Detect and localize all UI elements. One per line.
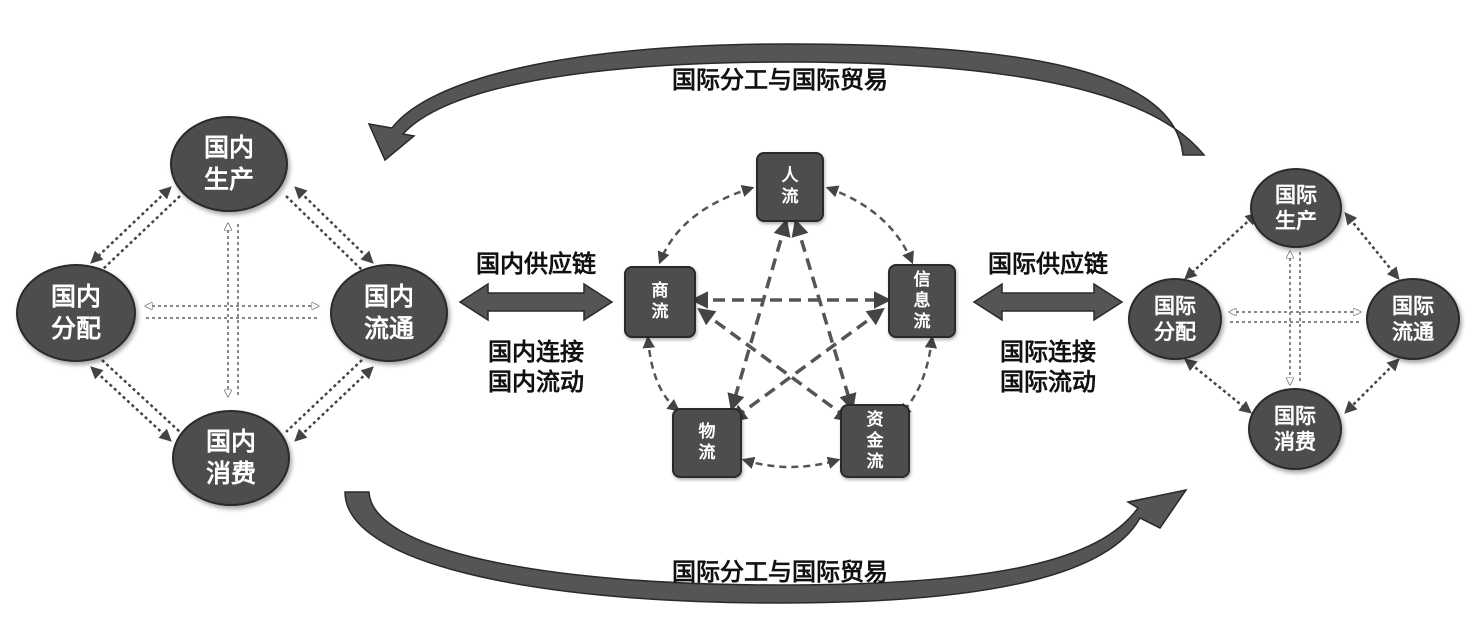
top-curved-arrow [367, 43, 1206, 162]
domestic-supply-chain-label: 国内供应链 [476, 249, 596, 279]
bottom-curved-arrow [344, 488, 1188, 604]
node-label: 分配 [1154, 319, 1196, 344]
node-label: 国际 [1274, 403, 1316, 428]
domestic-production-node: 国内 生产 [170, 116, 288, 212]
logistics-flow-node: 物 流 [672, 408, 742, 478]
node-label: 流 [781, 187, 799, 207]
node-label: 物 [698, 422, 716, 442]
node-label: 国内 [363, 282, 414, 311]
node-label: 流 [651, 302, 669, 322]
node-label: 国际 [1275, 182, 1317, 207]
international-cross [1230, 252, 1360, 384]
domestic-distribution-node: 国内 分配 [16, 264, 136, 362]
node-label: 消费 [1274, 429, 1316, 454]
node-label: 人 [781, 166, 799, 186]
top-arrow-label: 国际分工与国际贸易 [672, 65, 888, 95]
international-mobility-label: 国际流动 [1000, 367, 1096, 397]
domestic-circulation-node: 国内 流通 [330, 264, 448, 362]
node-label: 息 [913, 290, 931, 311]
international-connection-label: 国际连接 [1000, 337, 1096, 367]
node-label: 金 [866, 430, 884, 451]
domestic-mobility-label: 国内流动 [488, 367, 584, 397]
international-consumption-node: 国际 消费 [1248, 388, 1342, 470]
node-label: 信 [913, 269, 931, 290]
node-label: 国内 [205, 427, 256, 456]
international-production-node: 国际 生产 [1250, 168, 1342, 248]
domestic-connection-label: 国内连接 [488, 337, 584, 367]
domestic-cross [146, 224, 318, 396]
bottom-arrow-label: 国际分工与国际贸易 [672, 557, 888, 587]
node-label: 流 [698, 443, 716, 463]
node-label: 国际 [1154, 293, 1196, 318]
node-label: 分配 [50, 314, 101, 343]
international-supply-chain-label: 国际供应链 [988, 249, 1108, 279]
node-label: 流 [866, 451, 884, 472]
node-label: 生产 [203, 165, 254, 194]
node-label: 资 [866, 409, 884, 430]
people-flow-node: 人 流 [756, 152, 824, 222]
international-circulation-node: 国际 流通 [1366, 278, 1460, 360]
node-label: 流通 [1392, 319, 1434, 344]
international-ring-links [1184, 212, 1400, 414]
domestic-consumption-node: 国内 消费 [172, 410, 290, 506]
domestic-supply-chain-arrow [458, 282, 614, 322]
international-distribution-node: 国际 分配 [1128, 278, 1222, 360]
node-label: 流通 [363, 314, 414, 343]
node-label: 国际 [1392, 293, 1434, 318]
commerce-flow-node: 商 流 [624, 266, 696, 338]
information-flow-node: 信 息 流 [888, 264, 956, 338]
capital-flow-node: 资 金 流 [840, 404, 910, 478]
node-label: 国内 [203, 133, 254, 162]
node-label: 商 [651, 281, 669, 301]
node-label: 国内 [50, 282, 101, 311]
flow-star-links [690, 218, 892, 423]
node-label: 生产 [1275, 208, 1317, 233]
node-label: 消费 [205, 459, 256, 488]
international-supply-chain-arrow [972, 282, 1124, 322]
node-label: 流 [913, 311, 931, 332]
